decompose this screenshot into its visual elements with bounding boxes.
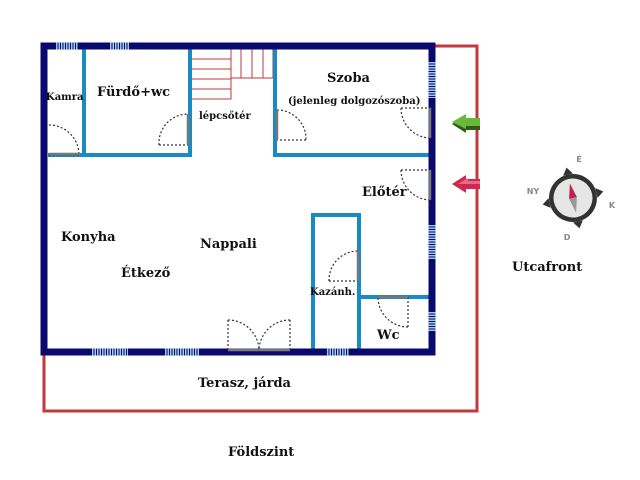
compass-north: É — [576, 153, 581, 164]
plot-boundary — [42, 44, 479, 413]
level-label: Földszint — [228, 445, 294, 460]
room-nappali: Nappali — [200, 237, 257, 252]
compass-south: D — [564, 233, 571, 242]
room-etkezo: Étkező — [121, 265, 171, 281]
room-kamra: Kamra — [46, 92, 84, 103]
windows — [56, 42, 436, 356]
compass-east: K — [609, 201, 616, 210]
room-wc: Wc — [376, 328, 400, 343]
staircase — [190, 48, 274, 100]
street-label: Utcafront — [512, 260, 582, 275]
room-kazanh: Kazánh. — [310, 287, 355, 298]
inner-walls — [48, 48, 430, 350]
entrance-arrow-green-icon — [452, 114, 480, 133]
entrance-arrow-red-icon — [452, 175, 480, 193]
room-konyha: Konyha — [61, 230, 116, 245]
room-szoba-note: (jelenleg dolgozószoba) — [288, 96, 420, 107]
compass-west: NY — [527, 187, 540, 196]
room-eloter: Előtér — [362, 185, 407, 200]
room-terasz: Terasz, járda — [198, 376, 292, 391]
outer-wall — [40, 42, 436, 356]
compass-icon: É K D NY — [527, 153, 616, 242]
room-lepcsoter: lépcsőtér — [199, 111, 252, 122]
room-furdo: Fürdő+wc — [97, 85, 170, 100]
room-szoba: Szoba — [327, 71, 371, 86]
doors — [48, 107, 432, 352]
